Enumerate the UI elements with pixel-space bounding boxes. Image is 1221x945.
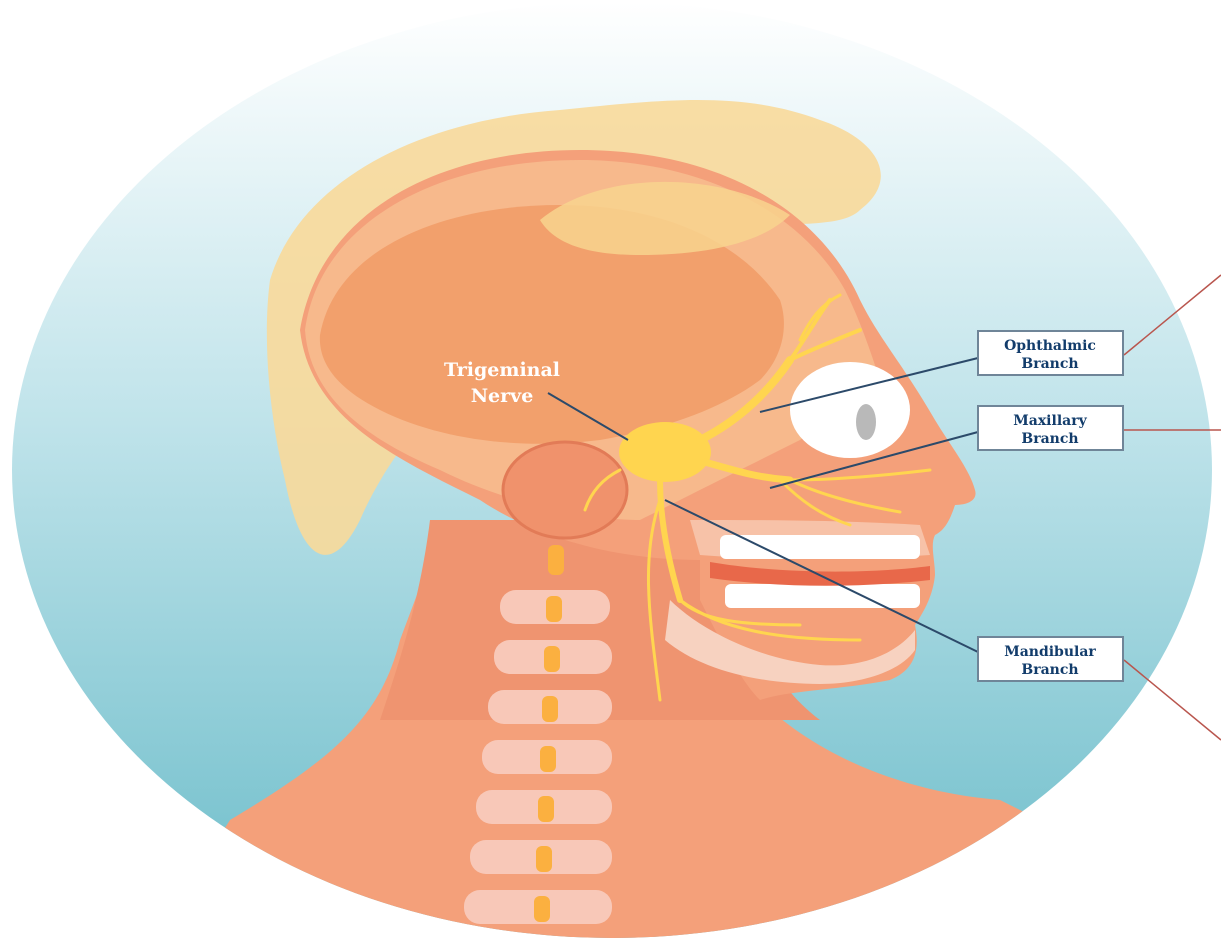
eye-pupil xyxy=(856,404,876,440)
nerve-label-line1: Trigeminal xyxy=(444,359,560,381)
upper-teeth xyxy=(720,535,920,559)
maxillary-label-line2: Branch xyxy=(1021,431,1078,447)
mandibular-branch-label: Mandibular Branch xyxy=(978,637,1123,681)
mandibular-label-line2: Branch xyxy=(1021,662,1078,678)
ophthalmic-label-line2: Branch xyxy=(1021,356,1078,372)
ophthalmic-branch-label: Ophthalmic Branch xyxy=(978,331,1123,375)
maxillary-label-line1: Maxillary xyxy=(1013,413,1087,429)
nerve-label-line2: Nerve xyxy=(471,385,534,407)
ear xyxy=(503,442,627,538)
eye-socket xyxy=(790,362,910,458)
mandibular-label-line1: Mandibular xyxy=(1004,644,1096,660)
maxillary-branch-label: Maxillary Branch xyxy=(978,406,1123,450)
lower-teeth xyxy=(725,584,920,608)
ophthalmic-label-line1: Ophthalmic xyxy=(1004,338,1096,354)
